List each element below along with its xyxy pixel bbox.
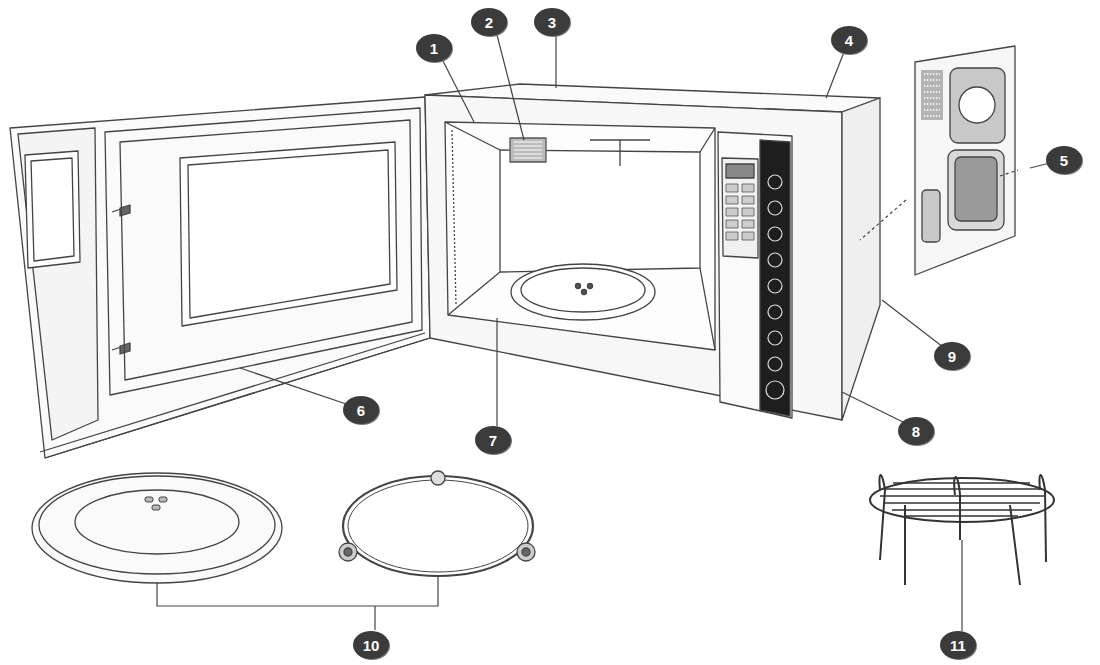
- callout-number: 3: [534, 8, 570, 36]
- callout-number: 4: [831, 26, 867, 54]
- callout-number: 2: [471, 8, 507, 36]
- callout-number: 9: [934, 342, 970, 370]
- callout-number: 5: [1046, 146, 1082, 174]
- callout-number: 10: [353, 631, 389, 659]
- callout-number: 6: [343, 396, 379, 424]
- callout-number: 7: [475, 426, 511, 454]
- callout-number: 11: [940, 631, 976, 659]
- callout-number: 1: [416, 34, 452, 62]
- callout-number: 8: [898, 417, 934, 445]
